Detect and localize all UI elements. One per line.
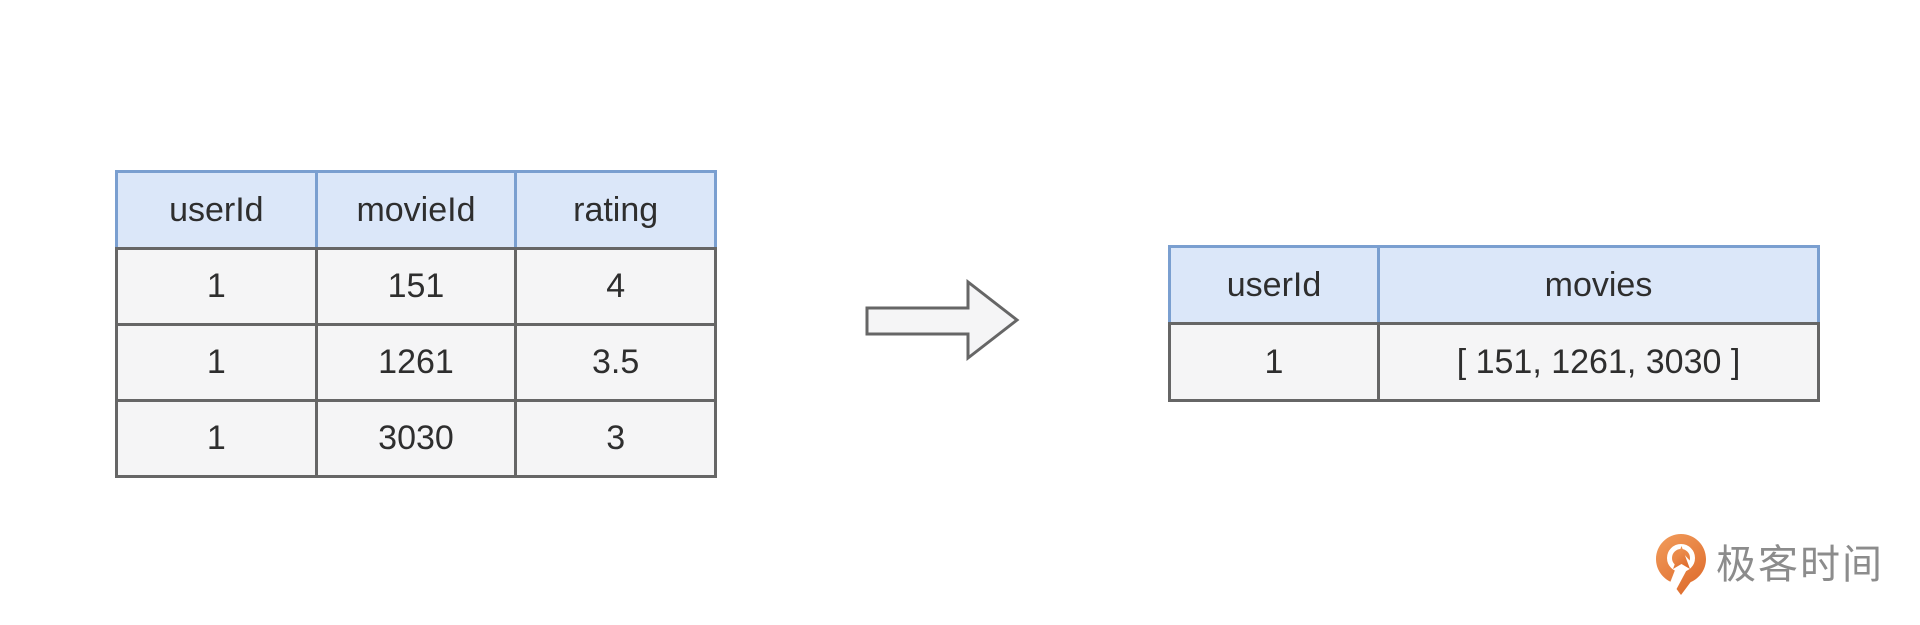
cell-userid: 1 — [115, 323, 318, 402]
source-table-header-row: userId movieId rating — [115, 170, 717, 250]
table-row: 1 151 4 — [115, 247, 717, 326]
result-table-header-row: userId movies — [1168, 245, 1820, 325]
cell-movieid: 1261 — [314, 323, 518, 402]
result-table: userId movies 1 [ 151, 1261, 3030 ] — [1168, 245, 1820, 402]
source-table: userId movieId rating 1 151 4 1 1261 3.5… — [115, 170, 717, 478]
geektime-logo-text: 极客时间 — [1716, 543, 1884, 587]
geektime-pin-icon — [1656, 534, 1706, 595]
right-arrow-icon — [865, 278, 1020, 362]
result-header-userid: userId — [1168, 245, 1380, 325]
cell-movies-list: [ 151, 1261, 3030 ] — [1377, 322, 1820, 402]
table-row: 1 1261 3.5 — [115, 323, 717, 402]
source-header-userid: userId — [115, 170, 318, 250]
cell-userid: 1 — [1168, 322, 1380, 402]
cell-movieid: 151 — [314, 247, 518, 326]
transform-arrow — [865, 278, 1021, 363]
cell-movieid: 3030 — [314, 399, 518, 478]
cell-userid: 1 — [115, 247, 318, 326]
source-header-rating: rating — [514, 170, 717, 250]
cell-rating: 3.5 — [514, 323, 717, 402]
cell-userid: 1 — [115, 399, 318, 478]
table-row: 1 [ 151, 1261, 3030 ] — [1168, 322, 1820, 402]
cell-rating: 4 — [514, 247, 717, 326]
table-row: 1 3030 3 — [115, 399, 717, 478]
cell-rating: 3 — [514, 399, 717, 478]
geektime-logo: 极客时间 — [1656, 534, 1884, 596]
result-header-movies: movies — [1377, 245, 1820, 325]
source-header-movieid: movieId — [314, 170, 518, 250]
